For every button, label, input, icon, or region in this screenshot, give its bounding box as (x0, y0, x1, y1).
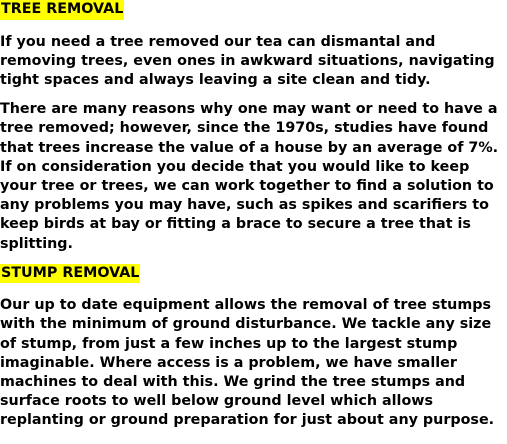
stump-removal-paragraph-1: Our up to date equipment allows the remo… (0, 297, 495, 429)
tree-removal-section: TREE REMOVAL If you need a tree removed … (0, 0, 505, 252)
tree-removal-heading-wrap: TREE REMOVAL (0, 0, 505, 20)
stump-removal-heading-wrap: STUMP REMOVAL (0, 263, 505, 284)
stump-removal-section: STUMP REMOVAL Our up to date equipment a… (0, 263, 505, 431)
services-content: TREE REMOVAL If you need a tree removed … (0, 0, 505, 431)
tree-removal-heading: TREE REMOVAL (0, 0, 125, 20)
tree-removal-paragraph-1: If you need a tree removed our tea can d… (0, 33, 495, 88)
stump-removal-heading: STUMP REMOVAL (0, 263, 141, 284)
tree-removal-paragraph-2: There are many reasons why one may want … (0, 101, 499, 252)
